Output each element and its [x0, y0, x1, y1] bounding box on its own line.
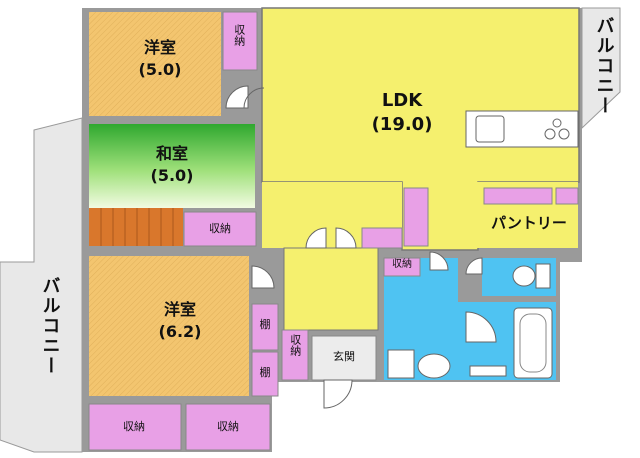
closet-6-label: 収納 [392, 259, 412, 270]
ldk-name: LDK [381, 90, 423, 111]
western-room-2-name: 洋室 [163, 300, 196, 319]
closet-3 [281, 329, 309, 381]
bathtub [513, 307, 553, 379]
tatami-board [89, 208, 183, 246]
pantry-shelf [555, 187, 579, 205]
closet-5-label: 収納 [217, 420, 239, 433]
closet-4 [88, 403, 182, 451]
hall-floor [283, 247, 379, 331]
balcony-right-label: バルコニー [593, 16, 615, 116]
closet-3-label: 収納 [288, 334, 302, 356]
washer-icon [387, 349, 415, 379]
toilet-icon [512, 265, 536, 287]
shelf-2-label: 棚 [259, 366, 271, 379]
shelf-1-label: 棚 [259, 318, 271, 331]
closet-6 [383, 257, 421, 277]
closet-1-label: 収納 [232, 24, 246, 46]
pantry-shelf [403, 187, 429, 247]
japanese-room-floor [89, 124, 255, 208]
balcony-left-label: バルコニー [39, 276, 61, 376]
stove-icon [558, 128, 570, 140]
closet-1 [222, 11, 258, 71]
washbasin-icon [417, 353, 451, 379]
western-room-1-size: (5.0) [138, 60, 182, 79]
pantry-label: パントリー [491, 214, 567, 232]
western-room-1-name: 洋室 [143, 38, 176, 57]
stove-icon [552, 118, 562, 128]
entrance-label: 玄関 [333, 350, 355, 363]
closet-5 [185, 403, 271, 451]
stove-icon [544, 128, 556, 140]
western-room-2-size: (6.2) [158, 322, 202, 341]
pantry-shelf [483, 187, 553, 205]
entrance-floor [311, 335, 377, 381]
ldk-size: (19.0) [371, 114, 433, 135]
shelf-1 [251, 303, 279, 351]
closet-4-label: 収納 [123, 420, 145, 433]
japanese-room-name: 和室 [155, 144, 188, 163]
closet-2 [183, 211, 257, 247]
japanese-room-size: (5.0) [150, 166, 194, 185]
storage-small [361, 227, 403, 249]
closet-2-label: 収納 [209, 222, 231, 235]
shelf-2 [251, 351, 279, 397]
sink-icon [475, 115, 505, 143]
